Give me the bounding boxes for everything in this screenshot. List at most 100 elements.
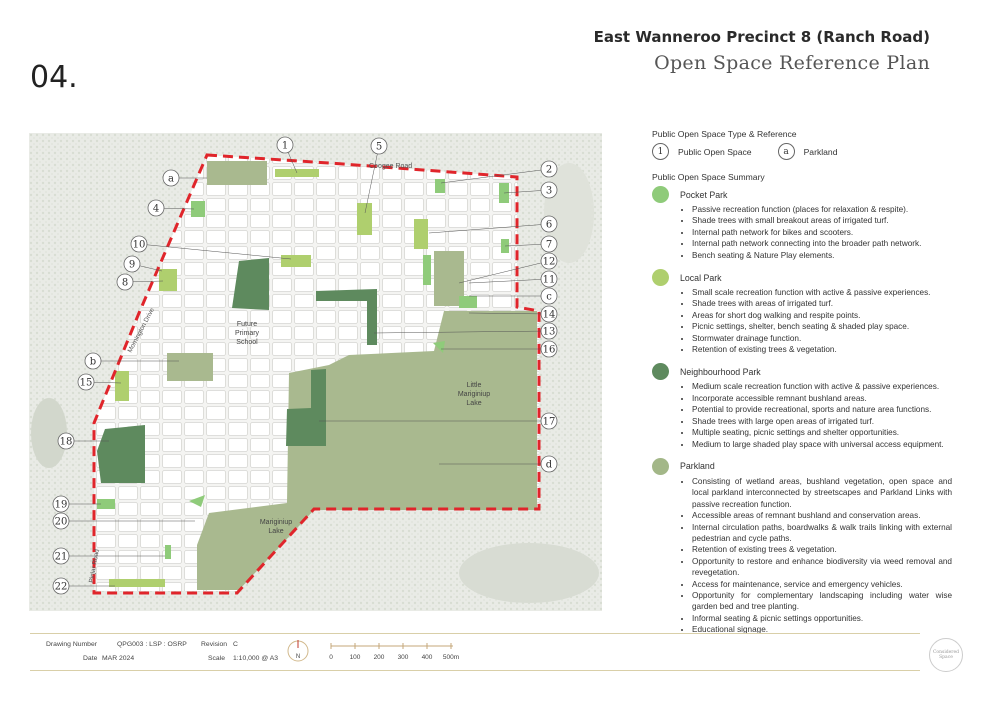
- callout-circle-icon[interactable]: [276, 136, 294, 154]
- callout-circle-icon[interactable]: [540, 181, 558, 199]
- callout-circle-icon[interactable]: [84, 352, 102, 370]
- legend-section-header: Neighbourhood Park: [652, 363, 952, 381]
- legend-list-item: Consisting of wetland areas, bushland ve…: [692, 476, 952, 510]
- callout-leader-line: [440, 168, 550, 184]
- scale-tick-label: 500m: [443, 654, 459, 661]
- legend-section-title: Neighbourhood Park: [680, 366, 761, 377]
- callout-circle-icon[interactable]: [540, 340, 558, 358]
- legend-section-title: Pocket Park: [680, 189, 728, 200]
- pocket-park: [97, 499, 115, 509]
- callout-circle-icon[interactable]: [52, 547, 70, 565]
- letter-marker-icon: a: [777, 143, 795, 160]
- neighbourhood-park: [97, 425, 145, 483]
- page-title-block: East Wanneroo Precinct 8 (Ranch Road) Op…: [594, 28, 930, 74]
- local-park: [159, 269, 177, 291]
- callout-circle-icon[interactable]: [540, 235, 558, 253]
- legend-section-header: Pocket Park: [652, 186, 952, 203]
- parkland-area: [197, 311, 537, 590]
- background-vegetation: [31, 398, 67, 468]
- neighbourhood-park: [316, 289, 377, 345]
- legend-list-item: Retention of existing trees & vegetation…: [692, 544, 952, 555]
- callout-label: 13: [543, 327, 556, 338]
- pocket-park: [165, 545, 171, 559]
- callout-leader-line: [373, 330, 550, 334]
- page-number: 04.: [30, 60, 78, 95]
- drawing-number: QPG003 : LSP : OSRP: [117, 641, 187, 648]
- callout-label: 20: [55, 517, 68, 528]
- legend-swatch-icon: [652, 363, 669, 381]
- callout-circle-icon[interactable]: [77, 373, 95, 391]
- legend-list-item: Informal seating & picnic settings oppor…: [692, 613, 952, 624]
- callout-label: 16: [543, 345, 556, 356]
- pocket-park: [435, 179, 445, 193]
- callout-circle-icon[interactable]: [540, 270, 558, 288]
- logo-text: Considered Space: [932, 650, 960, 660]
- callout-label: d: [546, 460, 553, 471]
- callout-label: 8: [122, 278, 128, 289]
- legend-list-item: Opportunity to restore and enhance biodi…: [692, 556, 952, 579]
- callout-circle-icon[interactable]: [370, 137, 388, 155]
- callout-circle-icon[interactable]: [540, 160, 558, 178]
- callout-circle-icon[interactable]: [52, 577, 70, 595]
- callout-leader-line: [428, 223, 550, 234]
- legend-item-list: Small scale recreation function with act…: [680, 287, 952, 355]
- legend-list-item: Areas for short dog walking and respite …: [692, 310, 952, 321]
- callout-circle-icon[interactable]: [52, 495, 70, 513]
- callout-label: 17: [543, 417, 556, 428]
- callout-label: 3: [546, 186, 552, 197]
- legend-list-item: Internal path network for bikes and scoo…: [692, 227, 952, 238]
- legend-section-title: Local Park: [680, 272, 722, 283]
- callout-circle-icon[interactable]: [123, 255, 141, 273]
- callout-circle-icon[interactable]: [147, 199, 165, 217]
- pocket-park: [189, 495, 205, 507]
- pocket-park: [459, 296, 477, 308]
- callout-label: 5: [376, 142, 382, 153]
- legend-list-item: Accessible areas of remnant bushland and…: [692, 510, 952, 521]
- callout-circle-icon[interactable]: [130, 235, 148, 253]
- callout-circle-icon[interactable]: [52, 512, 70, 530]
- legend-section: Neighbourhood ParkMedium scale recreatio…: [652, 363, 952, 449]
- callout-circle-icon[interactable]: [116, 273, 134, 291]
- open-space-map[interactable]: Coogee Road Mornington Drive Pinjar Road…: [29, 133, 602, 611]
- callout-label: 22: [55, 582, 68, 593]
- callout-circle-icon[interactable]: [162, 169, 180, 187]
- legend-section-title: Parkland: [680, 461, 715, 472]
- callout-circle-icon[interactable]: [57, 432, 75, 450]
- scale-tick-label: 200: [374, 654, 385, 661]
- road-label: Coogee Road: [369, 163, 412, 170]
- callout-circle-icon[interactable]: [540, 322, 558, 340]
- legend-section-header: Parkland: [652, 457, 952, 475]
- legend-list-item: Shade trees with small breakout areas of…: [692, 215, 952, 226]
- callout-circle-icon[interactable]: [540, 252, 558, 270]
- callout-leader-line: [364, 145, 380, 214]
- pocket-park: [433, 341, 445, 353]
- legend-section: Pocket ParkPassive recreation function (…: [652, 186, 952, 261]
- legend-list-item: Stormwater drainage function.: [692, 333, 952, 344]
- revision-label: Revision: [201, 641, 228, 648]
- scale-label: Scale: [208, 655, 226, 662]
- legend-section: ParklandConsisting of wetland areas, bus…: [652, 457, 952, 636]
- legend-swatch-icon: [652, 269, 669, 287]
- local-park: [281, 255, 311, 267]
- local-park: [414, 219, 428, 249]
- callout-circle-icon[interactable]: [540, 412, 558, 430]
- callout-label: 7: [546, 240, 552, 251]
- callout-label: 2: [546, 165, 552, 176]
- callout-circle-icon[interactable]: [540, 215, 558, 233]
- north-label: N: [296, 654, 300, 660]
- legend-list-item: Picnic settings, shelter, bench seating …: [692, 321, 952, 332]
- legend-list-item: Incorporate accessible remnant bushland …: [692, 393, 952, 404]
- callout-label: 21: [55, 552, 68, 563]
- callout-circle-icon[interactable]: [540, 287, 558, 305]
- callout-circle-icon[interactable]: [540, 455, 558, 473]
- legend-list-item: Shade trees with large open areas of irr…: [692, 416, 952, 427]
- company-logo: Considered Space: [929, 638, 963, 672]
- scale-tick-label: 300: [398, 654, 409, 661]
- callout-circle-icon[interactable]: [540, 305, 558, 323]
- callout-label: 18: [60, 437, 73, 448]
- date-label: Date: [83, 655, 98, 662]
